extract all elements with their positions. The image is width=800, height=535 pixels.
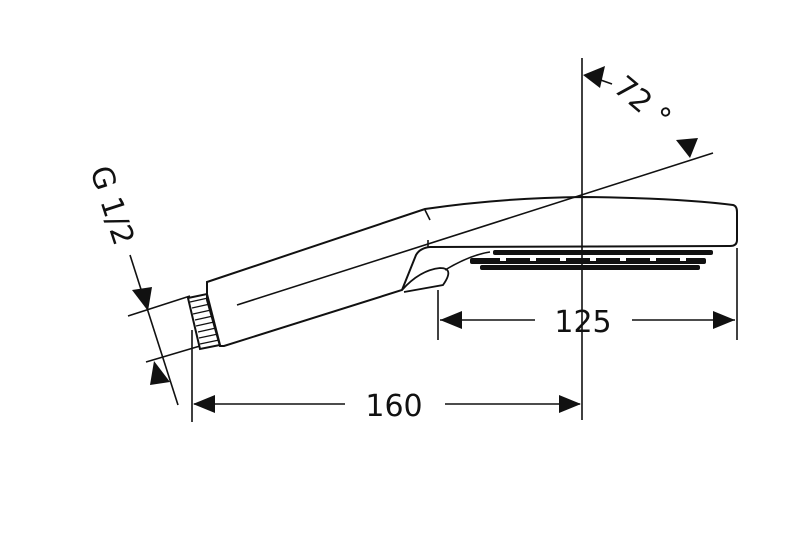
spray-nozzles xyxy=(470,250,713,270)
dimension-label-160: 160 xyxy=(365,389,422,424)
thread-label: G 1/2 xyxy=(82,162,140,250)
handle-outline xyxy=(206,195,738,347)
angle-label: 72 ° xyxy=(607,69,678,136)
extension-line xyxy=(127,295,191,317)
seam-mark xyxy=(424,209,431,221)
thread-dimension-line xyxy=(129,254,179,406)
extension-line xyxy=(145,345,201,363)
arrowheads xyxy=(132,66,735,413)
thread-connector xyxy=(186,292,222,351)
head-side-curve xyxy=(401,267,450,293)
head-nozzle-edge xyxy=(444,251,491,271)
dimension-label-125: 125 xyxy=(554,305,611,340)
thread-lines xyxy=(189,297,220,345)
axis-line xyxy=(236,152,714,306)
